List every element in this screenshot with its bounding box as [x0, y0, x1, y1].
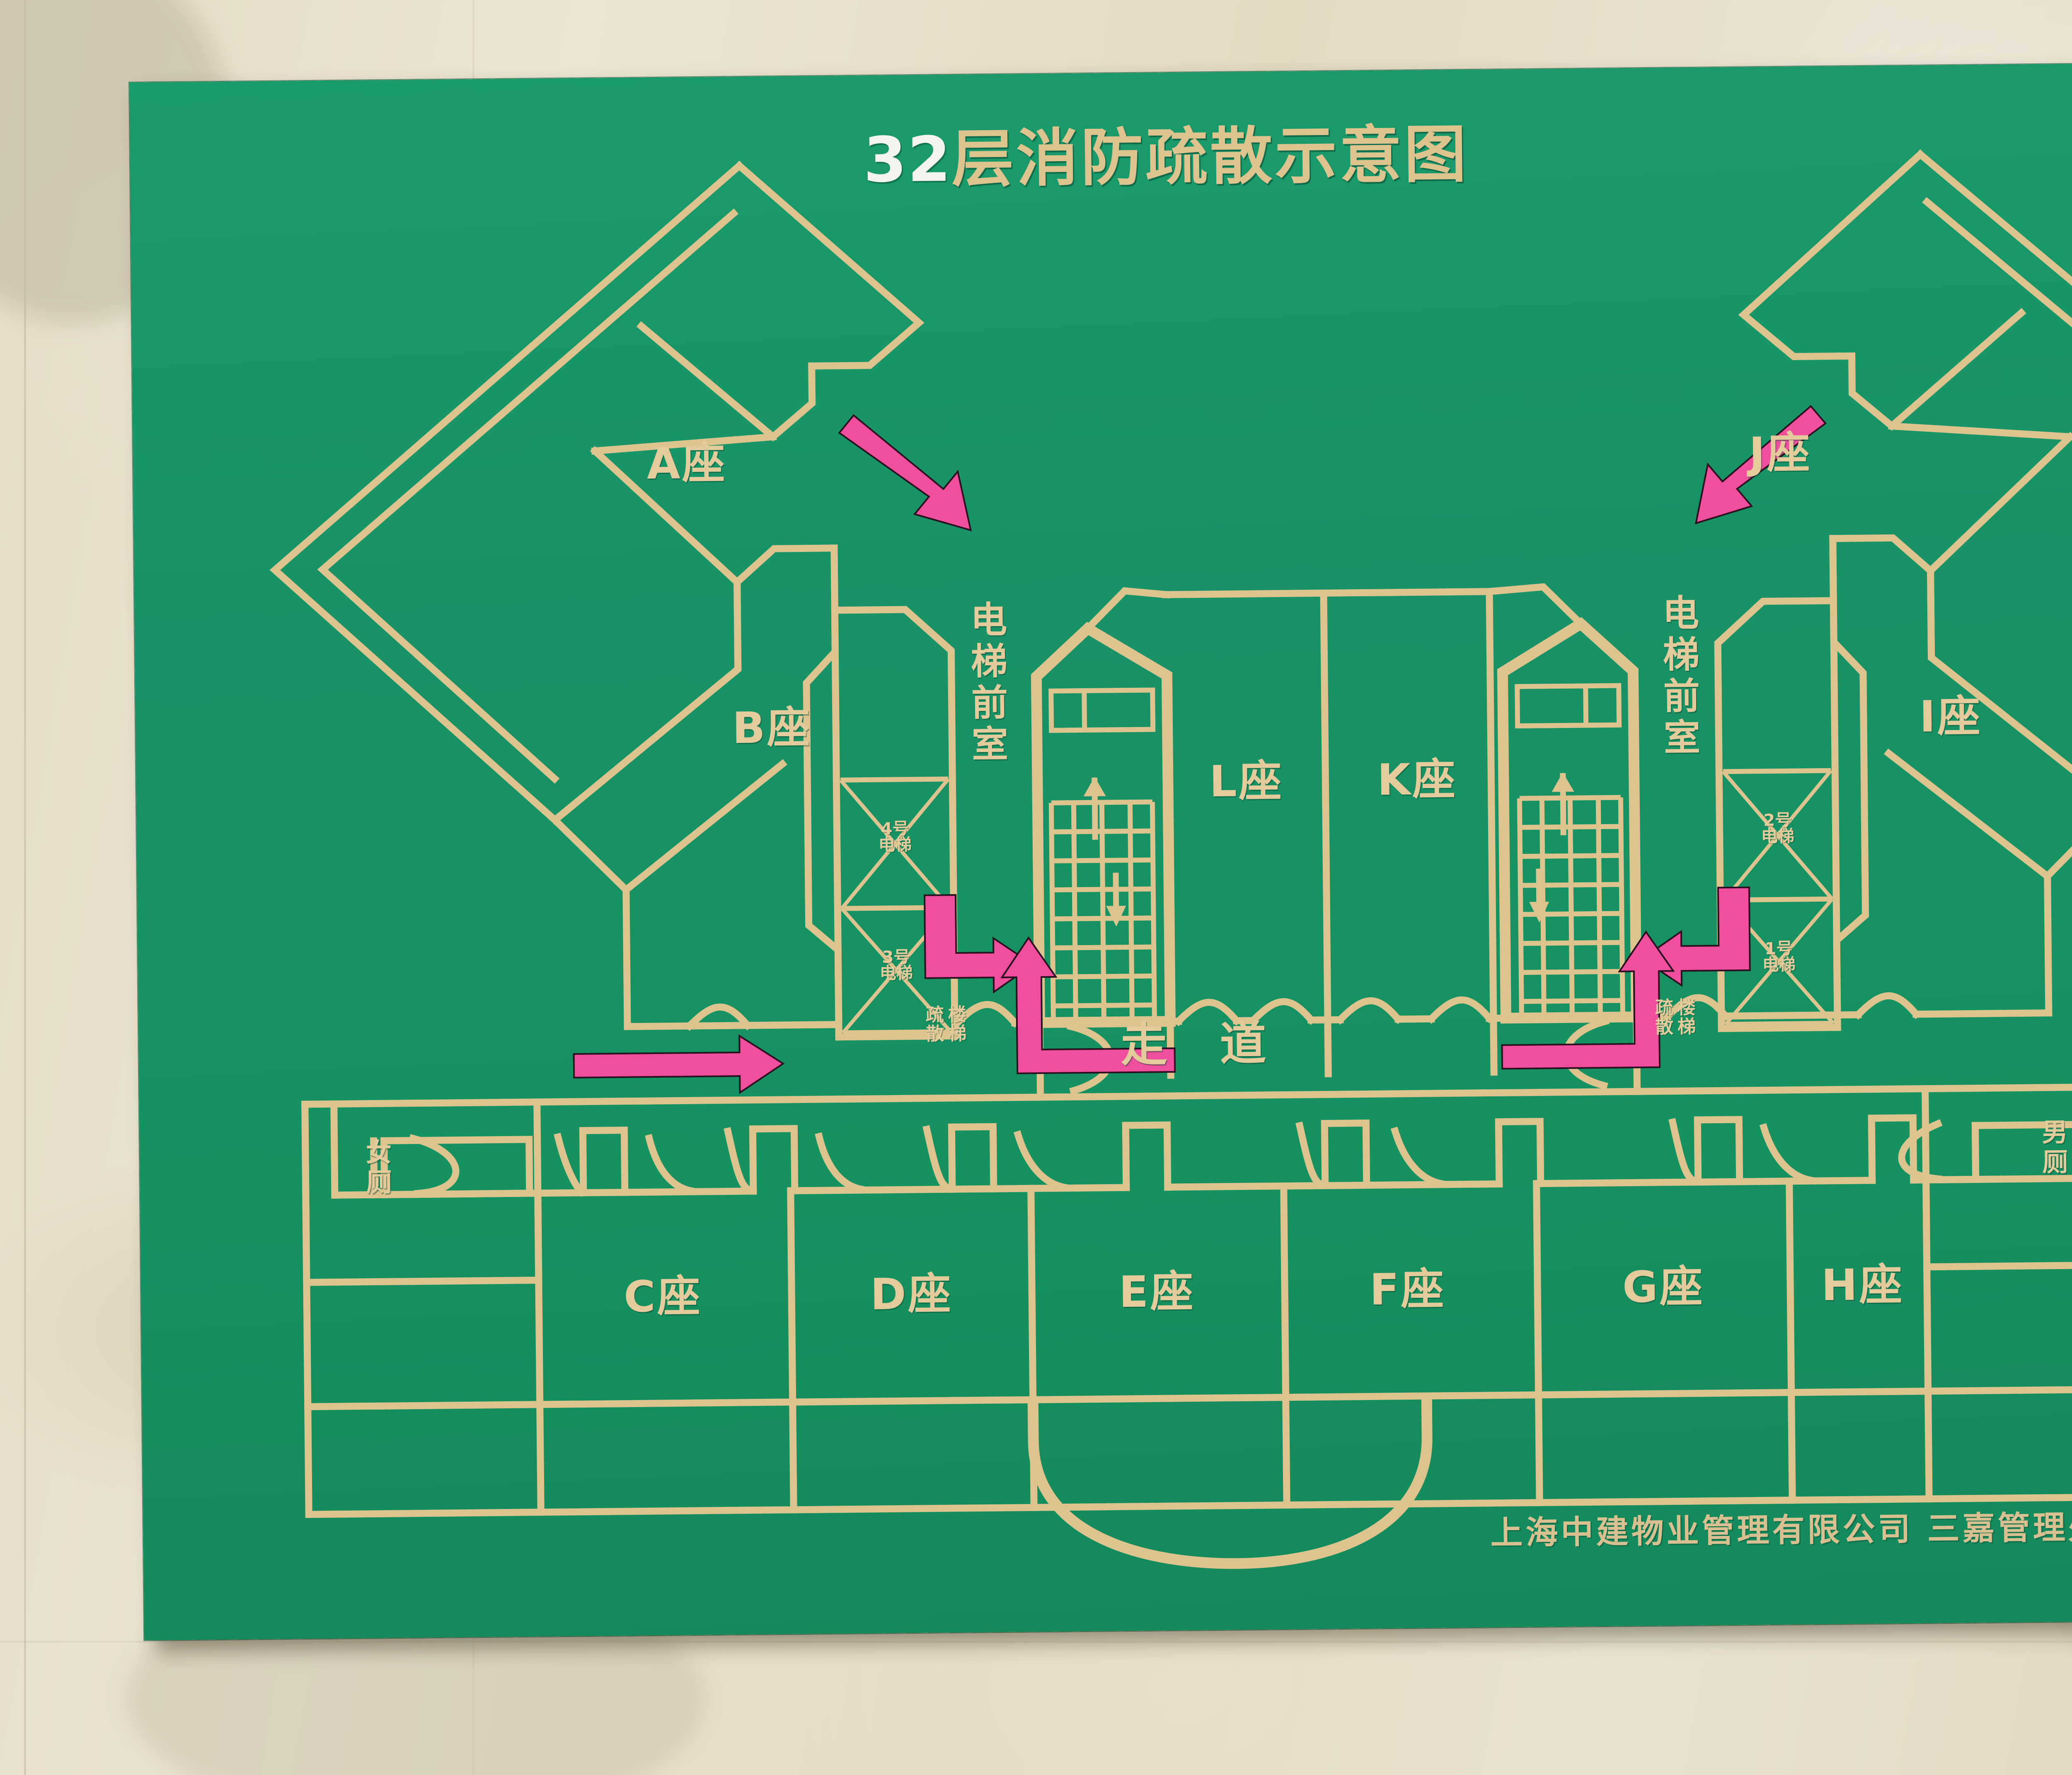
elevator-1-text: 1号 电梯	[1762, 939, 1796, 975]
unit-label-K: K座	[1377, 754, 1457, 805]
unit-label-H: H座	[1821, 1259, 1904, 1311]
stair-label-right-col1: 疏散	[1651, 998, 1673, 1036]
unit-label-J: J座	[1749, 427, 1812, 479]
elevator-4-text: 4号 电梯	[878, 819, 912, 855]
corridor-label: 走 道	[1120, 1016, 1285, 1072]
wall-seam	[0, 1641, 2072, 1643]
arrow-right-lobby-down-left	[1640, 886, 1751, 987]
arrow-left-lobby-down-right	[923, 894, 1035, 994]
elevator-label-4: 4号 电梯	[849, 819, 941, 855]
elevator-label-2: 2号 电梯	[1732, 810, 1823, 846]
unit-label-E: E座	[1118, 1266, 1195, 1318]
unit-label-A: A座	[646, 438, 727, 489]
fire-evacuation-sign-board: 32层消防疏散示意图 .ln{fill:none;stroke:#ddc38e;…	[129, 63, 2072, 1640]
arrow-corridor-to-left-stair	[1000, 936, 1176, 1074]
stair-label-left-col1: 疏散	[922, 1005, 944, 1043]
unit-label-I: I座	[1919, 691, 1982, 742]
stair-label-left: 疏散 楼梯	[922, 1004, 1001, 1043]
sign-footer-company: 上海中建物业管理有限公司 三嘉管理处	[1490, 1509, 2072, 1552]
unit-label-C: C座	[623, 1270, 702, 1322]
floor-plan-drawing: .ln{fill:none;stroke:#ddc38e;stroke-widt…	[269, 149, 2072, 1569]
toilet-women-label: 女厕	[361, 1139, 392, 1199]
stair-label-right-col2: 楼梯	[1674, 997, 1696, 1036]
stair-label-left-col2: 楼梯	[944, 1004, 966, 1043]
elevator-lobby-label-left: 电梯前室	[964, 600, 1009, 767]
elevator-lobby-label-right: 电梯前室	[1656, 593, 1701, 760]
unit-label-D: D座	[870, 1268, 953, 1320]
unit-label-L: L座	[1209, 755, 1284, 807]
arrow-corridor-west	[573, 1034, 785, 1094]
arrow-a-to-left-stair	[838, 414, 972, 532]
unit-label-F: F座	[1369, 1263, 1446, 1315]
arrow-j-to-right-stair	[1694, 405, 1827, 525]
unit-label-B: B座	[732, 702, 812, 754]
elevator-label-1: 1号 电梯	[1733, 939, 1825, 975]
elevator-2-text: 2号 电梯	[1761, 810, 1794, 846]
wall-seam	[24, 0, 26, 1775]
unit-label-G: G座	[1622, 1261, 1705, 1313]
arrow-corridor-to-right-stair	[1501, 930, 1675, 1070]
stair-label-right: 疏散 楼梯	[1651, 997, 1730, 1036]
toilet-men-label: 男厕	[2037, 1118, 2068, 1178]
elevator-label-3: 3号 电梯	[850, 948, 942, 983]
elevator-3-text: 3号 电梯	[879, 948, 913, 983]
